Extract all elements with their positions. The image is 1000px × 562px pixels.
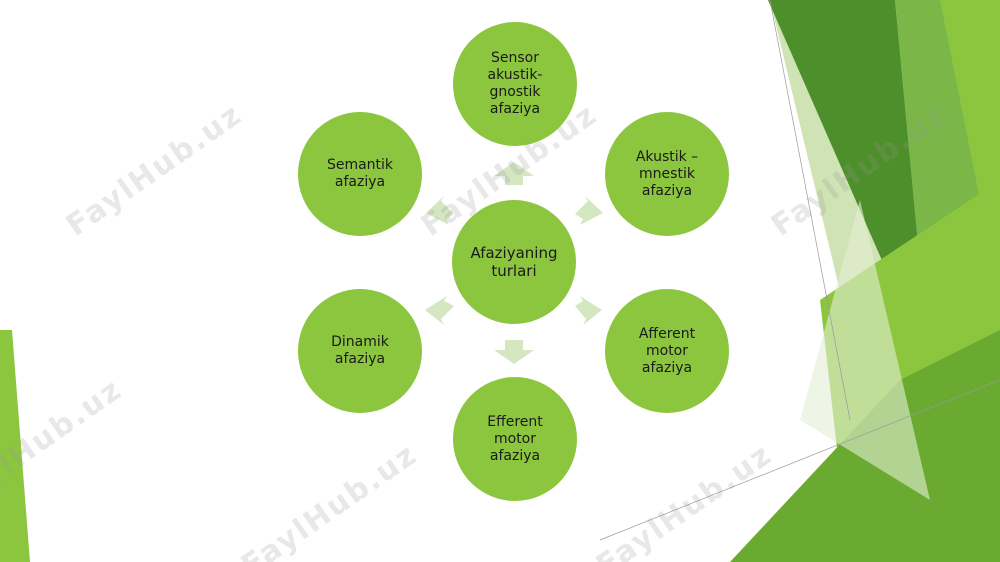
node-label: Dinamik afaziya bbox=[331, 334, 389, 367]
node-label: Efferent motor afaziya bbox=[487, 413, 543, 464]
arrow-upper-left bbox=[426, 196, 454, 225]
arrow-down bbox=[494, 340, 534, 364]
node-akustik-mnestik: Akustik – mnestik afaziya bbox=[605, 112, 729, 236]
node-label: Akustik – mnestik afaziya bbox=[635, 148, 699, 199]
arrow-lower-right bbox=[575, 296, 602, 325]
node-label: Sensor akustik-gnostik afaziya bbox=[487, 50, 543, 117]
node-semantik: Semantik afaziya bbox=[298, 112, 422, 236]
center-label: Afaziyaning turlari bbox=[470, 244, 558, 280]
node-dinamik: Dinamik afaziya bbox=[298, 289, 422, 413]
node-label: Afferent motor afaziya bbox=[638, 325, 696, 376]
node-sensor-akustik-gnostik: Sensor akustik-gnostik afaziya bbox=[453, 22, 577, 146]
arrow-up bbox=[494, 162, 534, 185]
node-label: Semantik afaziya bbox=[326, 157, 394, 190]
center-node: Afaziyaning turlari bbox=[452, 200, 576, 324]
arrow-lower-left bbox=[425, 296, 454, 325]
node-afferent-motor: Afferent motor afaziya bbox=[605, 289, 729, 413]
node-efferent-motor: Efferent motor afaziya bbox=[453, 377, 577, 501]
arrow-upper-right bbox=[575, 196, 603, 225]
